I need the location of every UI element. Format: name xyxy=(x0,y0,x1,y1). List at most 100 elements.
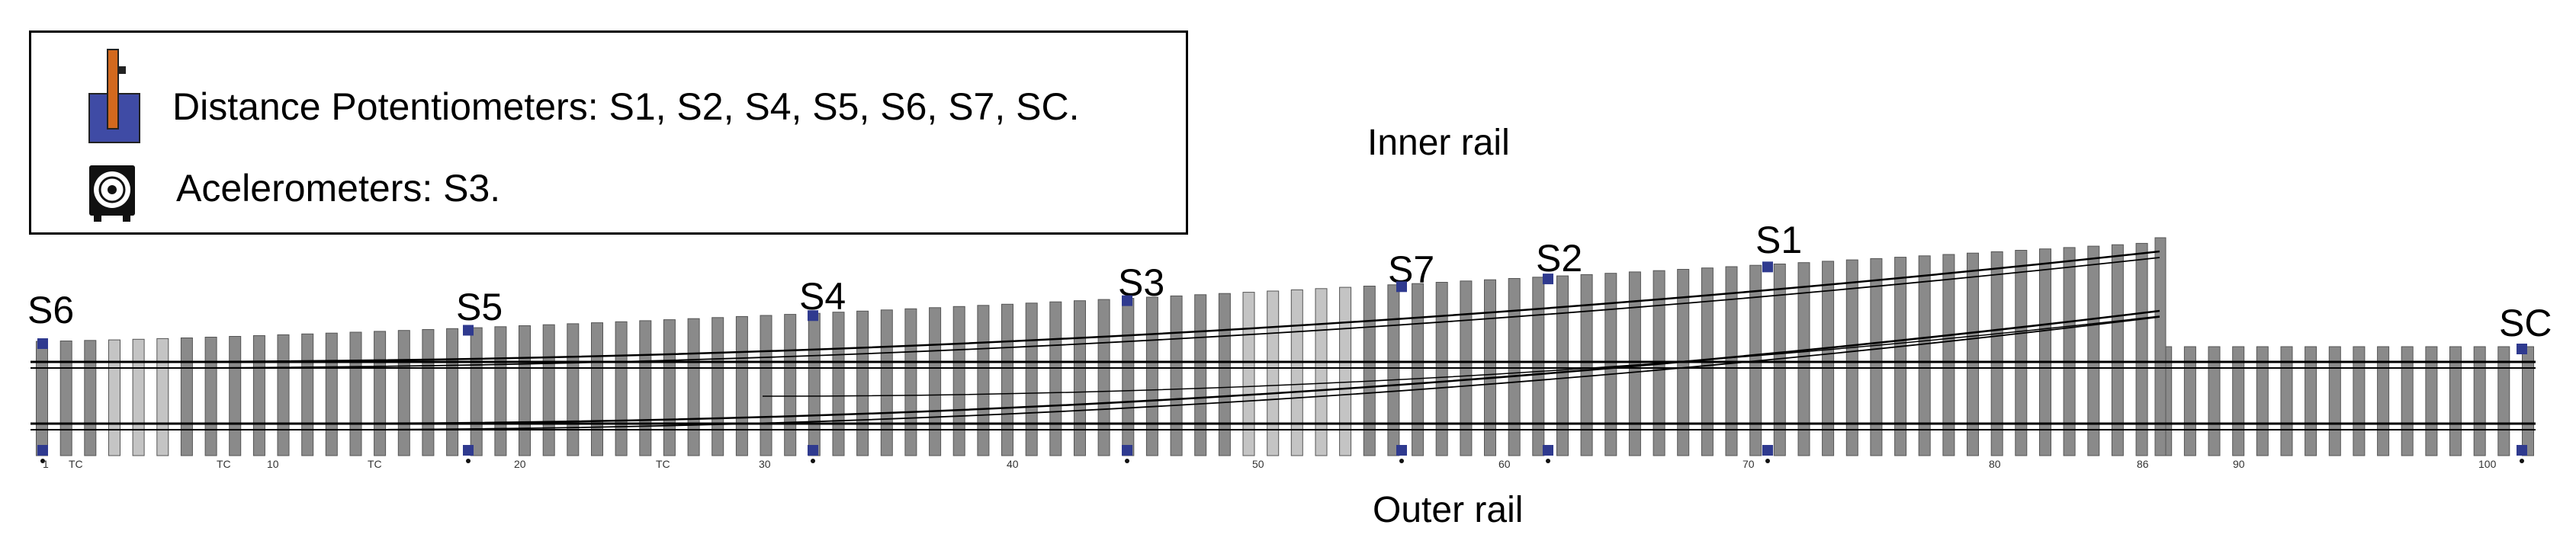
sleeper xyxy=(1194,294,1207,456)
sleeper xyxy=(1532,277,1545,456)
sensor-pin xyxy=(2520,459,2524,463)
sleeper xyxy=(1001,303,1013,456)
sensor-marker-top xyxy=(1762,261,1773,273)
check-rail xyxy=(762,315,2160,397)
sleeper xyxy=(952,306,965,456)
potentiometer-arm xyxy=(107,49,119,130)
sleeper-number: TC xyxy=(217,458,231,470)
sleeper xyxy=(1242,292,1255,456)
sleeper-number: 86 xyxy=(2137,458,2149,470)
diverging-inner-rail xyxy=(137,250,2160,363)
sleeper xyxy=(422,329,435,456)
sleeper xyxy=(59,341,72,456)
sleeper xyxy=(1290,289,1303,456)
sensor-label-s1: S1 xyxy=(1755,219,1803,261)
sleeper xyxy=(1170,295,1183,456)
sensor-marker-bottom xyxy=(808,445,818,456)
sleeper xyxy=(1435,282,1448,456)
sensor-label-sc: SC xyxy=(2499,302,2552,344)
sleeper xyxy=(1580,274,1593,456)
sensor-marker-bottom xyxy=(1543,445,1553,456)
sleeper xyxy=(2135,242,2148,456)
sleeper xyxy=(36,341,48,456)
sleeper xyxy=(711,317,724,456)
sensor-marker-bottom xyxy=(463,445,474,456)
sleeper xyxy=(1628,271,1641,456)
sleeper xyxy=(397,330,410,456)
sleeper xyxy=(929,307,942,456)
sleeper xyxy=(1822,261,1835,456)
sleeper-number: TC xyxy=(368,458,382,470)
sleeper xyxy=(1412,283,1425,456)
sensor-label-s4: S4 xyxy=(799,275,846,318)
sleeper xyxy=(2208,346,2221,456)
sleeper-number: 80 xyxy=(1989,458,2001,470)
sleeper xyxy=(84,340,97,456)
sleeper xyxy=(735,315,748,456)
sleeper xyxy=(832,312,845,456)
sleeper xyxy=(615,321,628,456)
sleeper xyxy=(1556,275,1569,456)
sleeper xyxy=(252,335,265,456)
sleeper xyxy=(2377,346,2390,456)
sleeper xyxy=(1387,284,1400,456)
sleeper xyxy=(2449,346,2462,456)
sensor-marker-bottom xyxy=(1762,445,1773,456)
sleeper xyxy=(1218,293,1231,456)
sleeper xyxy=(1773,264,1786,456)
sleeper xyxy=(1363,286,1376,456)
sleeper xyxy=(229,336,242,456)
potentiometer-knob xyxy=(118,66,126,74)
sensor-label-s7: S7 xyxy=(1388,248,1435,291)
sleeper-number: 70 xyxy=(1742,458,1755,470)
sleeper xyxy=(687,318,700,456)
sleeper xyxy=(1797,262,1810,456)
sleeper xyxy=(1049,301,1062,456)
sleeper xyxy=(1122,298,1135,456)
sleeper-number: 60 xyxy=(1498,458,1511,470)
sleeper xyxy=(2232,346,2245,456)
sleeper xyxy=(639,320,652,456)
sleeper-number: 40 xyxy=(1007,458,1019,470)
sleeper xyxy=(880,309,893,456)
sleeper xyxy=(2154,237,2166,456)
sleeper xyxy=(856,310,869,456)
sleeper xyxy=(2015,250,2028,456)
sleeper xyxy=(2087,245,2100,456)
diverging-inner-rail xyxy=(137,257,2160,369)
sleeper xyxy=(2328,346,2341,456)
sleeper-number: 100 xyxy=(2478,458,2497,470)
sleeper xyxy=(1074,300,1086,456)
rails xyxy=(31,250,2536,430)
sleeper xyxy=(1894,257,1907,456)
sleeper xyxy=(204,337,217,456)
sensor-marker-bottom xyxy=(1396,445,1407,456)
sensor-pin xyxy=(40,459,45,463)
sleeper xyxy=(2353,346,2366,456)
sleeper-number: 10 xyxy=(267,458,279,470)
sleeper xyxy=(784,314,797,456)
potentiometer-icon xyxy=(88,49,140,143)
sleeper xyxy=(2039,248,2051,456)
sleeper xyxy=(1967,252,1979,456)
sleeper xyxy=(1025,302,1038,456)
sleeper xyxy=(663,319,676,456)
sleeper xyxy=(2183,346,2196,456)
sleeper xyxy=(1918,255,1931,456)
diverging-outer-rail xyxy=(320,316,2160,430)
sleeper xyxy=(277,334,290,456)
sleeper xyxy=(180,338,193,456)
sleeper xyxy=(156,338,169,456)
outer-rail-label: Outer rail xyxy=(1373,490,1524,530)
sensor-marker-bottom xyxy=(2517,445,2527,456)
sleeper xyxy=(591,322,603,456)
sleeper xyxy=(1845,259,1858,456)
sleeper xyxy=(301,333,314,456)
sleeper xyxy=(1604,273,1617,456)
sleeper xyxy=(108,339,120,456)
sleeper xyxy=(349,331,362,456)
sensor-pin xyxy=(1125,459,1129,463)
sensor-label-s5: S5 xyxy=(456,286,503,328)
